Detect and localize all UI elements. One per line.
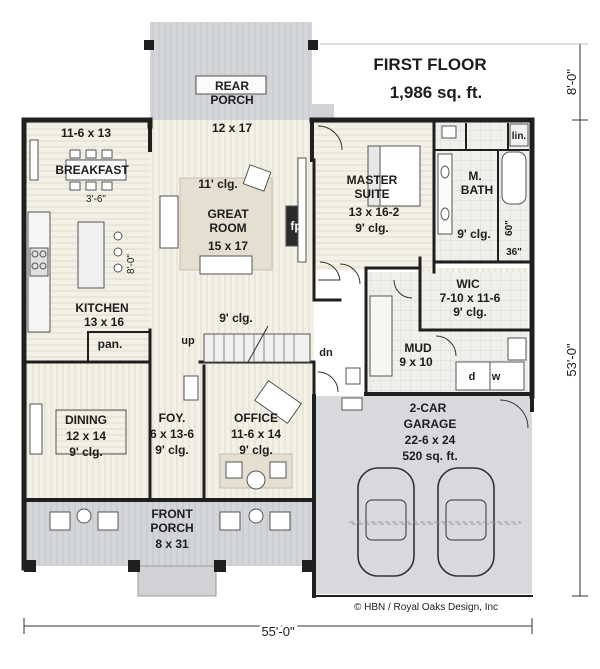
toilet [441, 125, 457, 139]
wic-ceiling: 9' clg. [453, 305, 487, 319]
furnishings [27, 75, 529, 577]
powder-toilet [345, 367, 361, 385]
great-room-name-2: ROOM [209, 221, 246, 235]
doors [317, 125, 529, 429]
breakfast-table [65, 159, 127, 181]
linen-label: lin. [512, 131, 527, 142]
dimension-lines [23, 43, 588, 634]
sofa [159, 195, 179, 249]
kitchen-island [77, 221, 105, 289]
shower-depth: 60" [504, 220, 515, 236]
office-desk [254, 380, 302, 424]
breakfast-size: 11-6 x 13 [61, 126, 111, 140]
kitchen-name: KITCHEN [75, 301, 128, 315]
rear-porch-name-2: PORCH [210, 93, 253, 107]
linen-closet [509, 123, 529, 147]
breakfast-note: 3'-6" [86, 194, 106, 205]
great-room-name-1: GREAT [207, 207, 249, 221]
floor-title: FIRST FLOOR [373, 55, 486, 74]
great-room-rug [179, 177, 273, 271]
mud-size: 9 x 10 [399, 355, 433, 369]
mud-name: MUD [404, 341, 432, 355]
wic-size: 7-10 x 11-6 [440, 291, 501, 305]
master-suite-name-2: SUITE [354, 187, 389, 201]
island-dimension: 8'-0" [126, 254, 137, 274]
porch-depth-dimension: 8'-0" [564, 69, 579, 95]
foyer-console [183, 375, 199, 401]
dining-table [55, 409, 127, 455]
dryer-label: d [469, 371, 476, 383]
stairs-up-label: up [181, 335, 195, 347]
office-ceiling: 9' clg. [239, 443, 273, 457]
floor-area: 1,986 sq. ft. [390, 83, 483, 102]
bathtub [501, 151, 527, 205]
shower-width: 36" [506, 247, 522, 258]
powder-sink [341, 397, 363, 411]
wic-name: WIC [456, 277, 480, 291]
dining-ceiling: 9' clg. [69, 445, 103, 459]
master-suite-ceiling: 9' clg. [355, 221, 389, 235]
dining-size: 12 x 14 [66, 429, 106, 443]
fireplace-label: fp [290, 219, 301, 233]
master-suite-name-1: MASTER [347, 173, 398, 187]
great-room-size: 15 x 17 [208, 239, 248, 253]
master-bath-name-2: BATH [461, 183, 493, 197]
rear-porch-floor [150, 22, 312, 126]
dining-name: DINING [65, 413, 107, 427]
office-name: OFFICE [234, 411, 278, 425]
front-porch-name-2: PORCH [150, 521, 193, 535]
staircase [203, 333, 311, 363]
rear-porch-name-1: REAR [215, 79, 249, 93]
hall-ceiling: 9' clg. [219, 311, 253, 325]
garage-area: 520 sq. ft. [402, 449, 457, 463]
front-porch-floor [24, 500, 316, 566]
front-porch-name-1: FRONT [151, 507, 193, 521]
garage-floor [314, 396, 532, 594]
copyright: © HBN / Royal Oaks Design, Inc [354, 602, 498, 613]
foyer-name: FOY. [159, 411, 186, 425]
window-seat [29, 139, 39, 181]
front-steps [137, 565, 217, 597]
office-size: 11-6 x 14 [231, 427, 281, 441]
dining-buffet [29, 403, 43, 455]
great-room-ceiling: 11' clg. [198, 177, 238, 191]
master-suite-size: 13 x 16-2 [349, 205, 400, 219]
armchair [242, 164, 272, 192]
laundry-sink [507, 337, 527, 361]
labels: FIRST FLOOR 1,986 sq. ft. REAR PORCH 12 … [55, 55, 582, 642]
master-bath-ceiling: 9' clg. [457, 227, 491, 241]
master-bath-name-1: M. [468, 169, 481, 183]
mud-bench [369, 295, 393, 377]
foyer-ceiling: 9' clg. [155, 443, 189, 457]
garage-name-1: 2-CAR [410, 401, 447, 415]
stairs-down-label: dn [319, 347, 333, 359]
kitchen-size: 13 x 16 [84, 315, 124, 329]
sofa-2 [199, 255, 253, 275]
pantry-label: pan. [98, 337, 123, 351]
garage-name-2: GARAGE [404, 417, 457, 431]
breakfast-name: BREAKFAST [55, 163, 129, 177]
garage-size: 22-6 x 24 [405, 433, 456, 447]
front-porch-size: 8 x 31 [155, 537, 189, 551]
rear-porch-size: 12 x 17 [212, 121, 252, 135]
rear-porch-table [195, 75, 267, 95]
walls [21, 40, 535, 598]
width-dimension: 55'-0" [261, 624, 295, 639]
depth-dimension: 53'-0" [564, 343, 579, 377]
washer-label: w [491, 371, 501, 383]
foyer-size: 6 x 13-6 [150, 427, 194, 441]
